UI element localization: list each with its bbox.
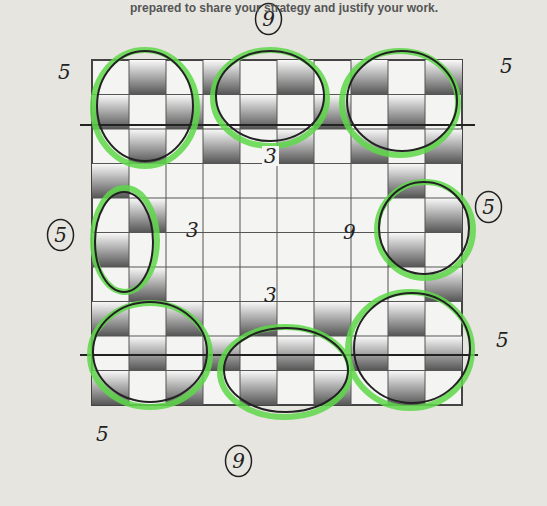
handwritten-number: 9 (343, 222, 356, 242)
handwritten-number: 3 (262, 146, 279, 166)
handwritten-number: 5 (500, 56, 513, 76)
handwritten-number: 5 (496, 330, 509, 350)
circled-number: 5 (474, 190, 503, 224)
circled-number: 5 (46, 218, 75, 252)
handwritten-number: 3 (264, 285, 277, 305)
header-text: prepared to share your strategy and just… (130, 2, 438, 14)
number-text: 5 (46, 225, 75, 245)
number-text: 5 (474, 197, 503, 217)
circled-number: 9 (224, 444, 253, 478)
handwritten-number: 3 (186, 220, 199, 240)
handwritten-number: 5 (58, 62, 71, 82)
handwritten-number: 5 (96, 424, 109, 444)
number-text: 9 (224, 451, 253, 471)
